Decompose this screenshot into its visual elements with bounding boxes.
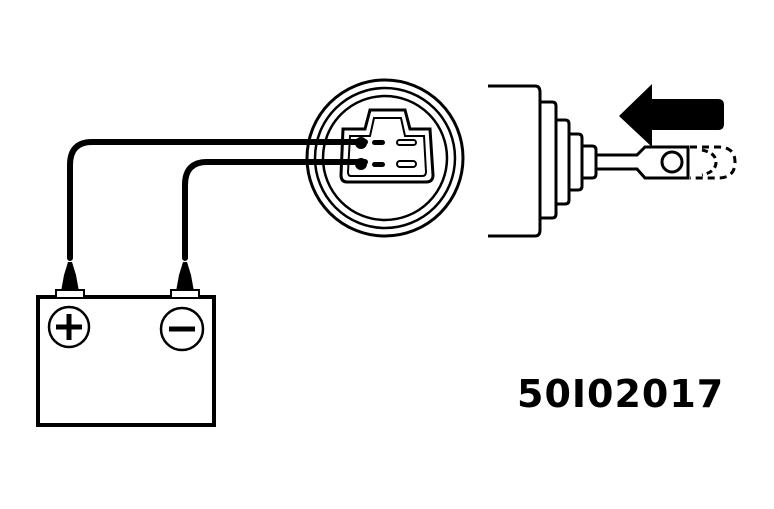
positive-clamp	[60, 262, 80, 297]
switch-connector	[305, 78, 465, 238]
negative-clamp	[175, 262, 195, 297]
negative-terminal-icon	[159, 306, 205, 352]
figure-reference-code: 50I02017	[517, 372, 725, 416]
battery	[36, 262, 216, 427]
negative-wire	[182, 159, 368, 261]
switch-side-view	[488, 84, 737, 238]
positive-wire	[67, 139, 368, 261]
positive-terminal-icon	[47, 305, 91, 349]
arrow-left-icon	[619, 84, 724, 147]
wire-harness	[67, 139, 368, 261]
